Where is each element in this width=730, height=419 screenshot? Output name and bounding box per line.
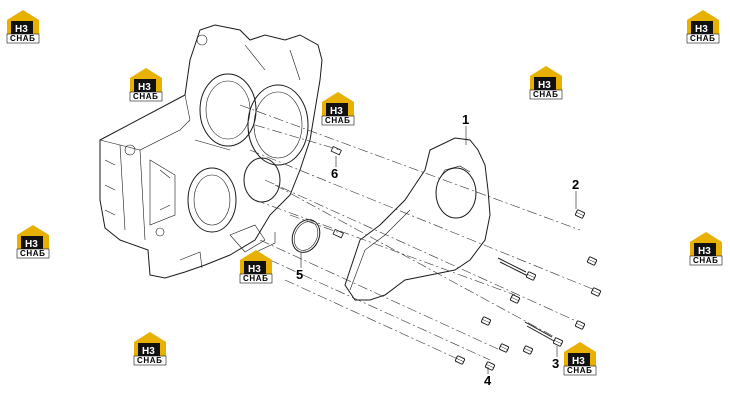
svg-text:CHAБ: CHAБ [690,34,715,43]
callout-6: 6 [331,166,338,181]
svg-text:H3: H3 [698,246,711,257]
assembly-center-lines [239,104,596,361]
callout-5: 5 [296,267,303,282]
o-ring [291,219,321,253]
svg-text:H3: H3 [15,24,28,35]
dowel-pins [330,145,344,239]
svg-text:CHAБ: CHAБ [243,274,268,283]
svg-text:H3: H3 [330,106,343,117]
svg-text:CHAБ: CHAБ [133,92,158,101]
callout-4: 4 [484,373,492,388]
svg-text:CHAБ: CHAБ [325,116,350,125]
svg-text:CHAБ: CHAБ [20,249,45,258]
svg-text:CHAБ: CHAБ [533,90,558,99]
bolts [454,209,602,371]
callout-3: 3 [552,356,559,371]
svg-text:H3: H3 [695,24,708,35]
svg-text:H3: H3 [572,356,585,367]
svg-text:CHAБ: CHAБ [137,356,162,365]
svg-text:H3: H3 [538,80,551,91]
svg-text:CHAБ: CHAБ [10,34,35,43]
engine-housing [99,24,323,279]
callout-1: 1 [462,112,469,127]
svg-text:CHAБ: CHAБ [567,366,592,375]
svg-text:H3: H3 [25,239,38,250]
gear-cover-plate [344,137,491,301]
callout-labels: 1 2 3 4 5 6 [296,112,579,388]
callout-2: 2 [572,177,579,192]
svg-text:H3: H3 [248,264,261,275]
callout-leaders [300,126,577,374]
svg-text:CHAБ: CHAБ [693,256,718,265]
svg-text:H3: H3 [138,82,151,93]
svg-text:H3: H3 [142,346,155,357]
